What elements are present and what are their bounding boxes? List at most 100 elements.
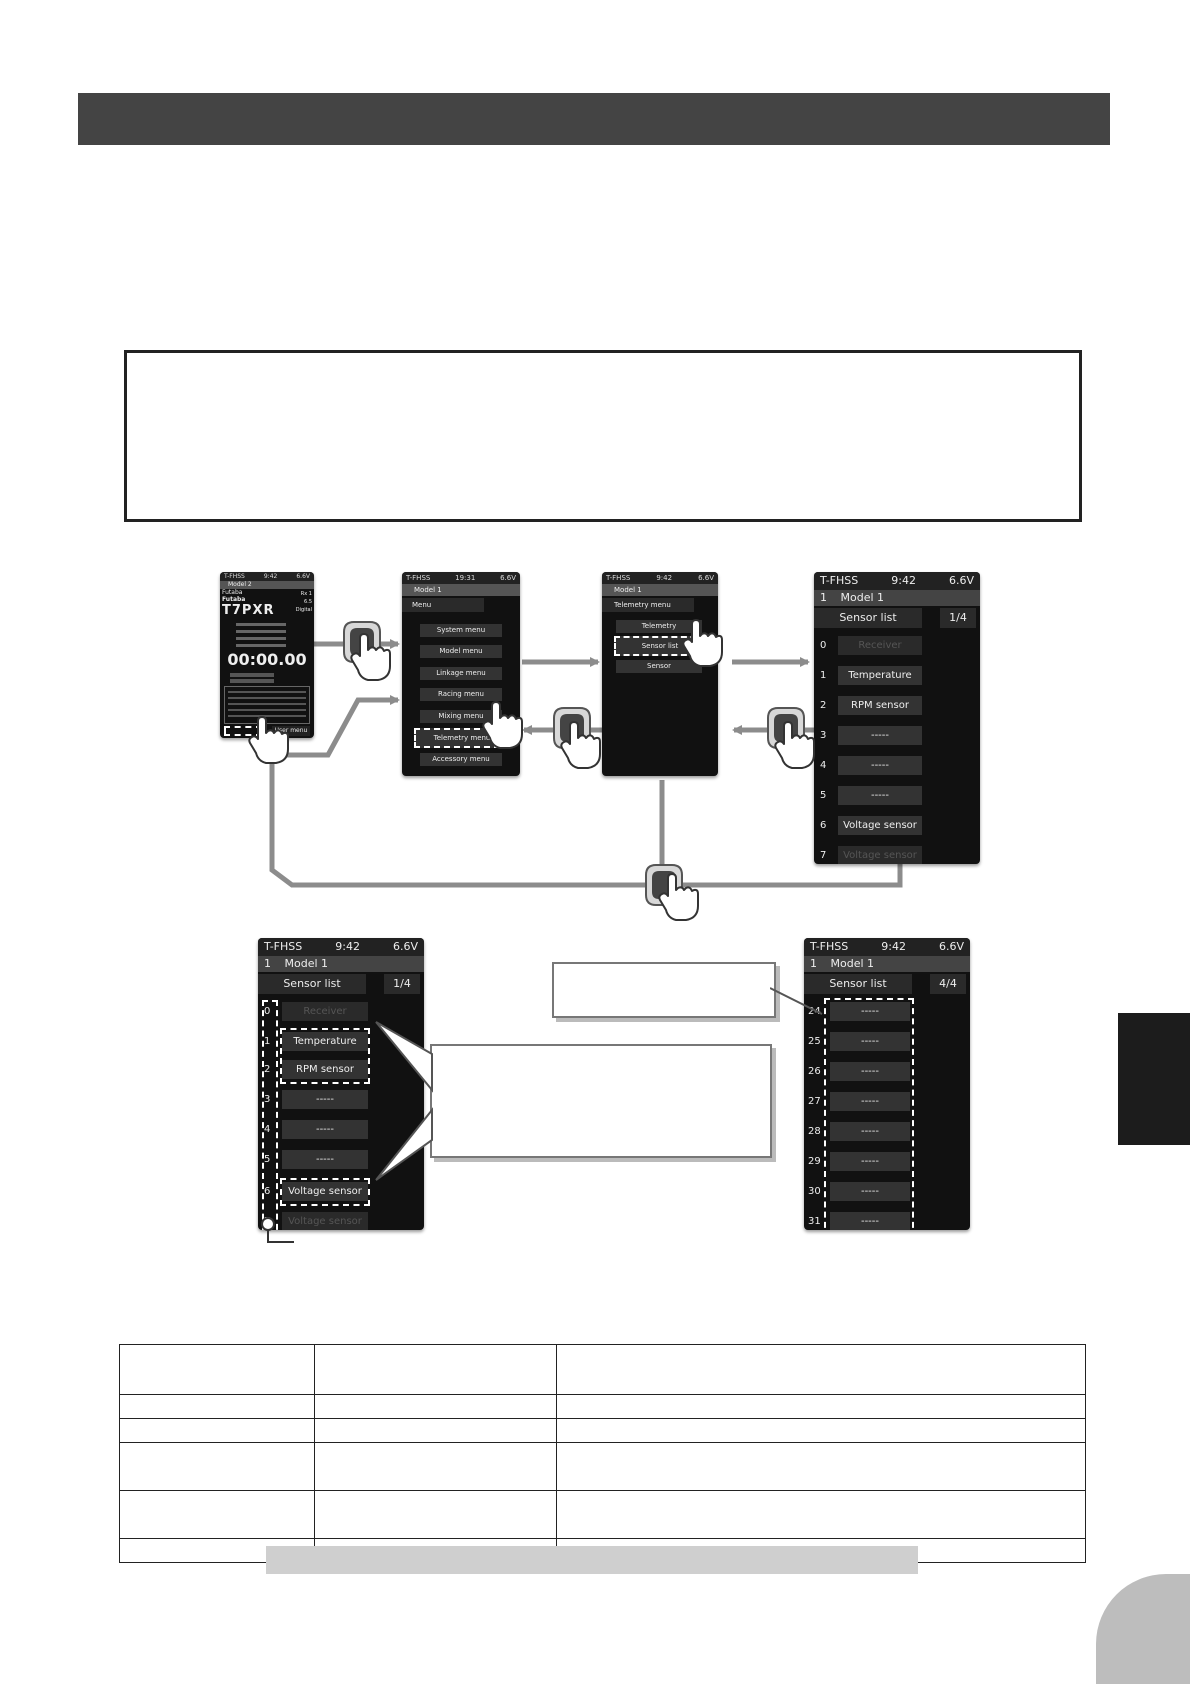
table-row <box>119 1442 1087 1491</box>
sensor-slot-number: 27 <box>808 1096 821 1107</box>
telemetry-button[interactable]: Telemetry <box>616 620 702 633</box>
user-menu-button[interactable]: User menu <box>272 726 310 736</box>
sensor-slot-button[interactable]: ----- <box>830 1032 910 1051</box>
sensor-row: 3----- <box>258 1090 424 1110</box>
page-number-tab <box>1096 1574 1190 1684</box>
sensor-slot-button[interactable]: ----- <box>830 1002 910 1021</box>
sensor-button[interactable]: Sensor <box>616 660 702 673</box>
table-cell <box>119 1394 315 1419</box>
sensor-slot-button[interactable]: ----- <box>830 1122 910 1141</box>
status-bar: T-FHSS 9:42 6.6V <box>602 572 718 584</box>
sensor-list-button[interactable]: Sensor list <box>614 636 706 656</box>
sensor-slot-button[interactable]: Voltage sensor <box>838 846 922 864</box>
sensor-slot-button[interactable]: ----- <box>830 1152 910 1171</box>
sensor-slot-button[interactable]: ----- <box>282 1090 368 1109</box>
status-volt: 6.6V <box>500 574 516 582</box>
table-cell <box>119 1442 315 1491</box>
status-bar: T-FHSS 9:42 6.6V <box>804 938 970 956</box>
system-menu-button[interactable]: System menu <box>420 624 502 637</box>
status-bar: T-FHSS 9:42 6.6V <box>220 572 314 581</box>
sensor-slot-button[interactable]: Voltage sensor <box>838 816 922 835</box>
sensor-slot-number: 26 <box>808 1066 821 1077</box>
status-time: 9:42 <box>656 574 673 582</box>
linkage-menu-button[interactable]: Linkage menu <box>420 667 502 680</box>
sensor-slot-button[interactable]: RPM sensor <box>838 696 922 715</box>
sensor-slot-number: 4 <box>820 760 827 771</box>
section-title-bar <box>78 93 1110 145</box>
telemetry-menu-button[interactable]: Telemetry menu <box>414 728 510 748</box>
sensor-slot-button[interactable]: ----- <box>830 1212 910 1230</box>
model-header: 1 Model 1 <box>258 956 424 972</box>
sensor-slot-number: 2 <box>820 700 827 711</box>
sensor-row: 5 ----- <box>258 1150 424 1170</box>
sensor-slot-button[interactable]: ----- <box>282 1150 368 1169</box>
sensor-slot-button[interactable]: Voltage sensor <box>282 1212 368 1230</box>
status-text: T-FHSS <box>820 574 859 587</box>
model-menu-button[interactable]: Model menu <box>420 645 502 658</box>
sensor-slot-button[interactable]: Temperature <box>282 1032 368 1051</box>
sensor-slot-number: 30 <box>808 1186 821 1197</box>
sensor-row: 3----- <box>814 726 980 746</box>
model-header: 1 Model 1 <box>814 590 980 606</box>
table-row <box>119 1418 1087 1443</box>
sensor-slot-number: 1 <box>264 1036 271 1047</box>
table-row <box>119 1394 1087 1419</box>
mixing-menu-button[interactable]: Mixing menu <box>420 710 502 723</box>
sensor-slot-button[interactable]: ----- <box>830 1062 910 1081</box>
chapter-side-tab <box>1118 1013 1190 1145</box>
page-indicator[interactable]: 4/4 <box>930 974 966 994</box>
sensor-slot-number: 5 <box>264 1154 271 1165</box>
sensor-slot-number: 1 <box>820 670 827 681</box>
status-text: T-FHSS <box>606 574 631 582</box>
screen-title: Sensor list <box>814 608 922 628</box>
model-name: Model 1 <box>830 957 875 970</box>
page-indicator[interactable]: 1/4 <box>940 608 976 628</box>
status-volt: 6.6V <box>392 940 418 953</box>
note-box <box>124 350 1082 522</box>
sensor-slot-button[interactable]: ----- <box>282 1120 368 1139</box>
sensor-slot-button[interactable]: RPM sensor <box>282 1060 368 1079</box>
status-text: T-FHSS <box>224 573 245 580</box>
sensor-slot-button[interactable]: Receiver <box>282 1002 368 1021</box>
sensor-slot-button[interactable]: Voltage sensor <box>282 1182 368 1201</box>
sensor-slot-number: 7 <box>820 850 827 861</box>
sensor-slot-button[interactable]: Receiver <box>838 636 922 655</box>
sensor-slot-number: 31 <box>808 1216 821 1227</box>
status-bar: T-FHSS 9:42 6.6V <box>814 572 980 590</box>
page-indicator[interactable]: 1/4 <box>384 974 420 994</box>
trim-indicator <box>230 673 274 677</box>
status-volt: 6.6V <box>698 574 714 582</box>
sensor-slot-button[interactable]: ----- <box>830 1182 910 1201</box>
sensor-slot-button[interactable]: ----- <box>838 786 922 805</box>
model-number: 1 <box>264 957 271 970</box>
menu-touch-area[interactable] <box>224 726 262 736</box>
sensor-slot-button[interactable]: Temperature <box>838 666 922 685</box>
sensor-slot-button[interactable]: ----- <box>838 726 922 745</box>
menu-screen: T-FHSS 19:31 6.6V Model 1 Menu System me… <box>402 572 520 776</box>
sensor-row: 28 ----- <box>804 1122 970 1142</box>
racing-menu-button[interactable]: Racing menu <box>420 688 502 701</box>
table-cell <box>555 1442 1087 1491</box>
sensor-slot-number: 28 <box>808 1126 821 1137</box>
sensor-slot-button[interactable]: ----- <box>838 756 922 775</box>
sensor-row: 24----- <box>804 1002 970 1022</box>
status-volt: 6.6V <box>938 940 964 953</box>
accessory-menu-button[interactable]: Accessory menu <box>420 753 502 766</box>
model-number: 1 <box>810 957 817 970</box>
table-cell <box>119 1490 315 1539</box>
status-time: 9:42 <box>891 574 916 587</box>
table-cell <box>119 1418 315 1443</box>
sensor-slot-button[interactable]: ----- <box>830 1092 910 1111</box>
callout-box-middle <box>430 1044 772 1158</box>
status-text: T-FHSS <box>264 940 303 953</box>
sensor-row: 2 RPM sensor <box>814 696 980 716</box>
sensor-row: 25----- <box>804 1032 970 1052</box>
sensor-row: 1 Temperature <box>814 666 980 686</box>
model-header: 1 Model 1 <box>804 956 970 972</box>
unused-slot-highlight <box>824 998 914 1230</box>
table-row <box>119 1344 1087 1395</box>
screen-title: Menu <box>402 598 484 612</box>
sensor-row: 29----- <box>804 1152 970 1172</box>
status-bar: T-FHSS 19:31 6.6V <box>402 572 520 584</box>
